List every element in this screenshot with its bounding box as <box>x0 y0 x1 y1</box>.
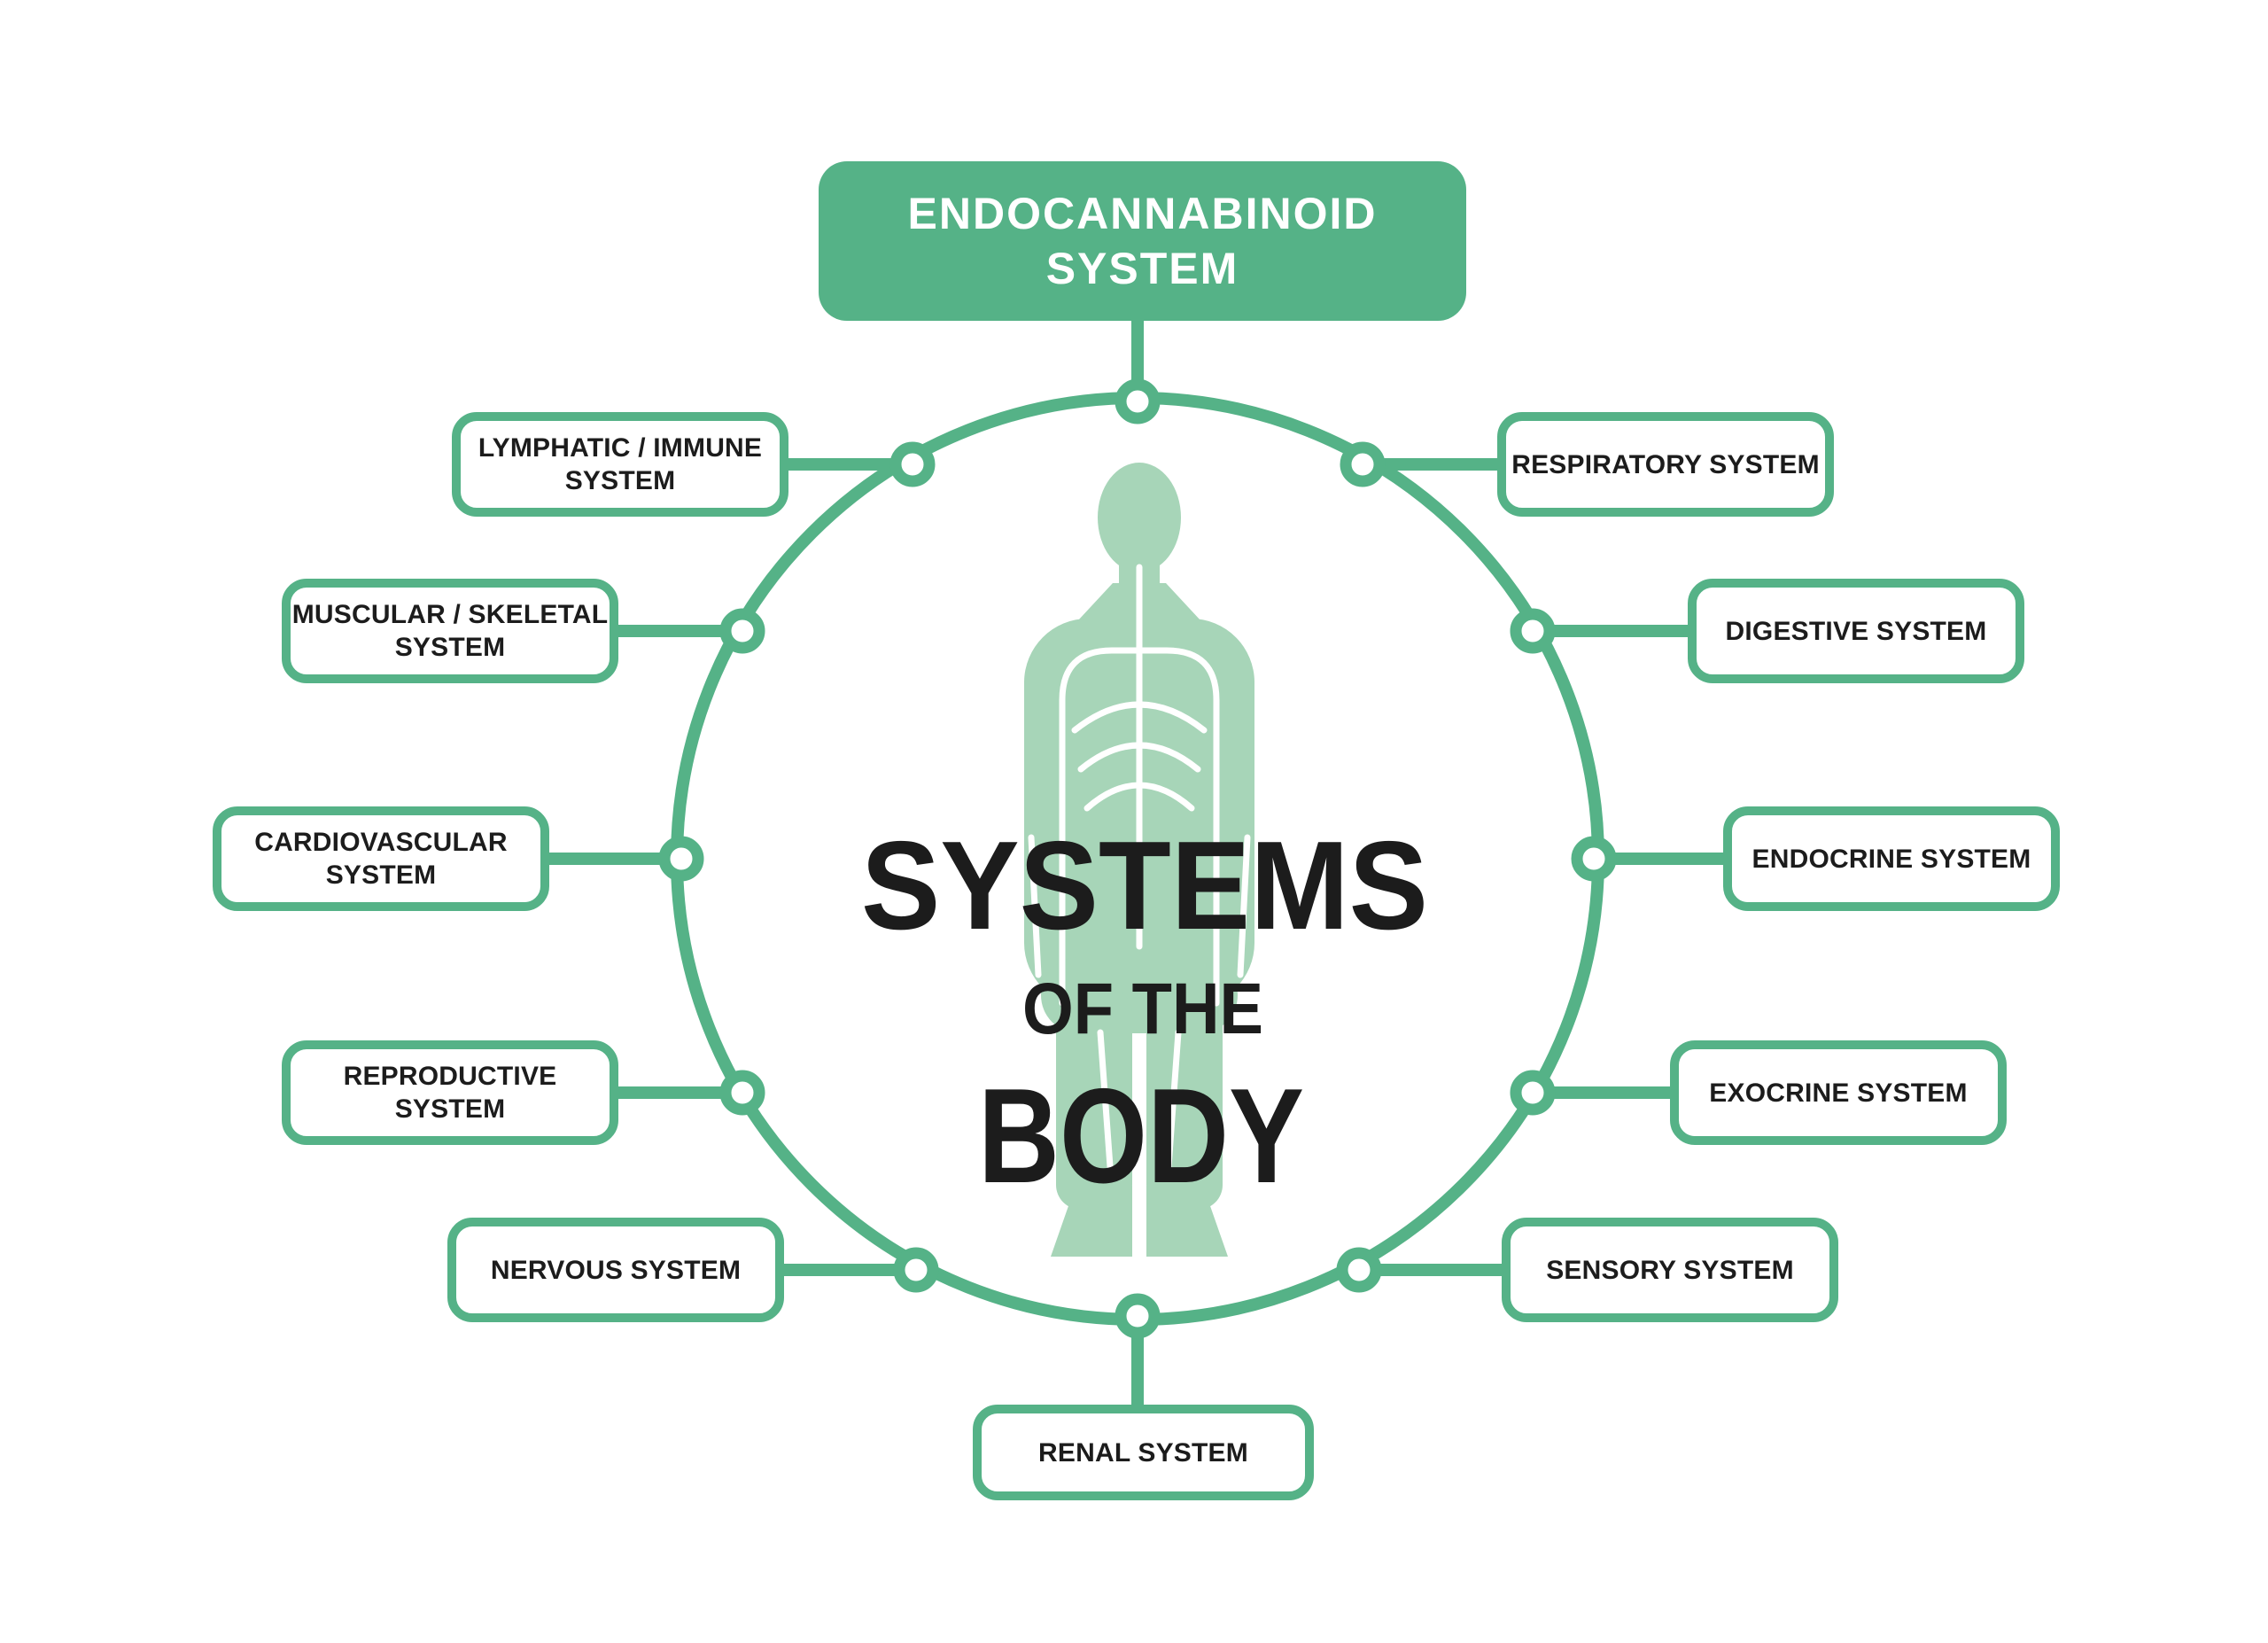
node-renal <box>1115 1293 1161 1339</box>
body-detail-lines <box>1028 564 1251 1182</box>
system-box-digestive: DIGESTIVE SYSTEM <box>1688 579 2024 683</box>
system-box-label: SYSTEM <box>394 1094 506 1124</box>
root-box-endocannabinoid-system: ENDOCANNABINOID SYSTEM <box>819 161 1466 321</box>
body-rib-arc-1 <box>1071 701 1208 734</box>
body-rib-arc-2 <box>1077 742 1201 773</box>
system-box-renal: RENAL SYSTEM <box>973 1405 1314 1500</box>
node-cardiovascular <box>658 836 704 882</box>
system-box-label: NERVOUS SYSTEM <box>490 1255 742 1285</box>
node-respiratory <box>1340 441 1386 487</box>
root-box-label-line1: ENDOCANNABINOID <box>907 189 1378 238</box>
system-box-sensory: SENSORY SYSTEM <box>1502 1218 1838 1322</box>
system-box-label: EXOCRINE SYSTEM <box>1709 1078 1968 1108</box>
system-box-reproductive: REPRODUCTIVE SYSTEM <box>282 1040 618 1145</box>
node-lymphatic <box>889 441 936 487</box>
body-left-leg-line <box>1097 1029 1115 1182</box>
system-box-nervous: NERVOUS SYSTEM <box>447 1218 784 1322</box>
node-muscular <box>719 608 765 654</box>
system-box-label: SENSORY SYSTEM <box>1546 1255 1794 1285</box>
system-box-muscular-skeletal: MUSCULAR / SKELETAL SYSTEM <box>282 579 618 683</box>
system-box-label: SYSTEM <box>394 633 506 662</box>
body-right-arm-line <box>1237 834 1251 978</box>
node-digestive <box>1510 608 1556 654</box>
body-chest-outline <box>1059 647 1220 1007</box>
system-box-cardiovascular: CARDIOVASCULAR SYSTEM <box>213 806 549 911</box>
system-box-label: ENDOCRINE SYSTEM <box>1751 844 2031 874</box>
system-box-endocrine: ENDOCRINE SYSTEM <box>1723 806 2060 911</box>
node-endocrine <box>1571 836 1617 882</box>
system-box-label: REPRODUCTIVE <box>343 1062 557 1091</box>
headline-body: BODY <box>978 1061 1304 1211</box>
center-headline: SYSTEMS OF THE BODY <box>861 815 1428 1211</box>
node-exocrine <box>1510 1070 1556 1116</box>
connector-nodes <box>658 378 1617 1339</box>
system-box-label: DIGESTIVE SYSTEM <box>1725 616 1987 646</box>
body-left-foot <box>1051 1186 1132 1257</box>
node-top <box>1115 378 1161 424</box>
headline-of-the: OF THE <box>1022 969 1263 1049</box>
human-body-icon <box>1024 463 1254 1257</box>
system-box-label: RENAL SYSTEM <box>1038 1437 1248 1468</box>
root-box-label-line2: SYSTEM <box>1045 244 1239 293</box>
body-head <box>1098 463 1181 572</box>
system-box-label: LYMPHATIC / IMMUNE <box>478 433 763 463</box>
body-rib-arc-3 <box>1084 782 1195 812</box>
system-box-label: RESPIRATORY SYSTEM <box>1511 449 1820 479</box>
system-box-label: MUSCULAR / SKELETAL <box>291 600 609 629</box>
body-right-leg-line <box>1164 1029 1182 1182</box>
system-box-label: CARDIOVASCULAR <box>254 828 508 857</box>
node-nervous <box>893 1247 939 1293</box>
system-box-lymphatic-immune: LYMPHATIC / IMMUNE SYSTEM <box>452 412 788 517</box>
body-left-arm-line <box>1028 834 1042 978</box>
system-box-respiratory: RESPIRATORY SYSTEM <box>1497 412 1834 517</box>
headline-systems: SYSTEMS <box>861 815 1428 956</box>
system-box-exocrine: EXOCRINE SYSTEM <box>1670 1040 2007 1145</box>
body-right-leg <box>1146 988 1223 1210</box>
node-reproductive <box>719 1070 765 1116</box>
body-right-foot <box>1146 1186 1228 1257</box>
system-box-label: SYSTEM <box>325 860 437 890</box>
body-left-leg <box>1056 988 1132 1210</box>
node-sensory <box>1336 1247 1382 1293</box>
system-box-label: SYSTEM <box>564 466 676 495</box>
